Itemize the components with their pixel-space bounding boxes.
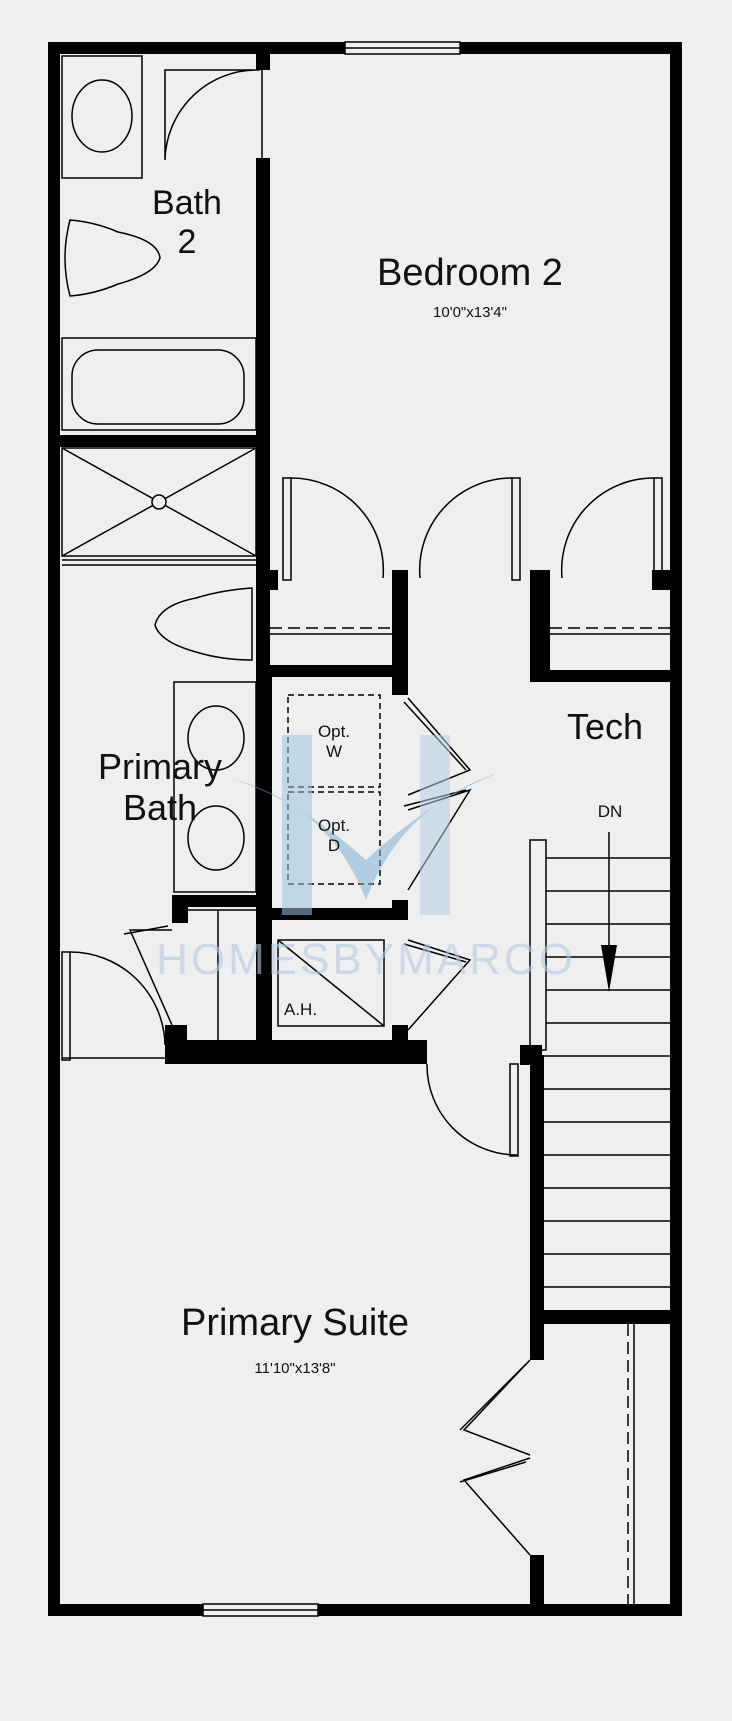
opt-w-line1: Opt. xyxy=(317,722,351,741)
air-handler xyxy=(277,939,385,1027)
watermark-text: HOMESBYMARCO xyxy=(156,935,576,984)
bath2-sink xyxy=(61,55,143,179)
stairs xyxy=(529,832,670,1288)
bath2-tub xyxy=(61,337,257,431)
opt-w-label: Opt. W xyxy=(288,722,380,763)
linen-closet xyxy=(188,909,256,1040)
bath2-label: Bath 2 xyxy=(132,184,242,262)
bedroom2-dimensions: 10'0"x13'4" xyxy=(433,304,507,321)
air-handler-label: A.H. xyxy=(284,1000,318,1019)
bath2-name: Bath xyxy=(152,184,222,222)
opt-d-line2: D xyxy=(327,836,341,856)
shower xyxy=(61,447,257,566)
walk-in-closet-door xyxy=(459,1324,635,1604)
bedroom2-label: Bedroom 2 xyxy=(377,252,563,294)
bath2-door-swing xyxy=(164,69,261,161)
primary-bath-toilet xyxy=(154,587,253,661)
primary-bath-label: Primary Bath xyxy=(70,746,250,829)
opt-d-line1: Opt. xyxy=(317,816,351,835)
primary-suite-label: Primary Suite xyxy=(180,1302,410,1344)
primary-suite-door xyxy=(426,1063,519,1157)
primary-bath-door xyxy=(61,925,173,1061)
closet-doors xyxy=(270,477,670,635)
bath2-number: 2 xyxy=(177,223,197,262)
interior-walls xyxy=(60,42,670,1605)
opt-d-label: Opt. D xyxy=(288,816,380,857)
window xyxy=(344,41,461,55)
primary-bath-line1: Primary xyxy=(98,746,222,787)
watermark-logo xyxy=(230,735,500,915)
stairs-down-arrow-icon xyxy=(601,945,617,992)
opt-w-line2: W xyxy=(325,742,343,762)
tech-label: Tech xyxy=(566,706,644,747)
bath2-toilet xyxy=(64,219,161,297)
primary-suite-dimensions: 11'10"x13'8" xyxy=(254,1360,336,1377)
primary-bath-line2: Bath xyxy=(122,787,198,829)
ah-door xyxy=(403,939,472,1031)
window xyxy=(202,1603,319,1617)
stairs-down-label: DN xyxy=(597,802,623,821)
